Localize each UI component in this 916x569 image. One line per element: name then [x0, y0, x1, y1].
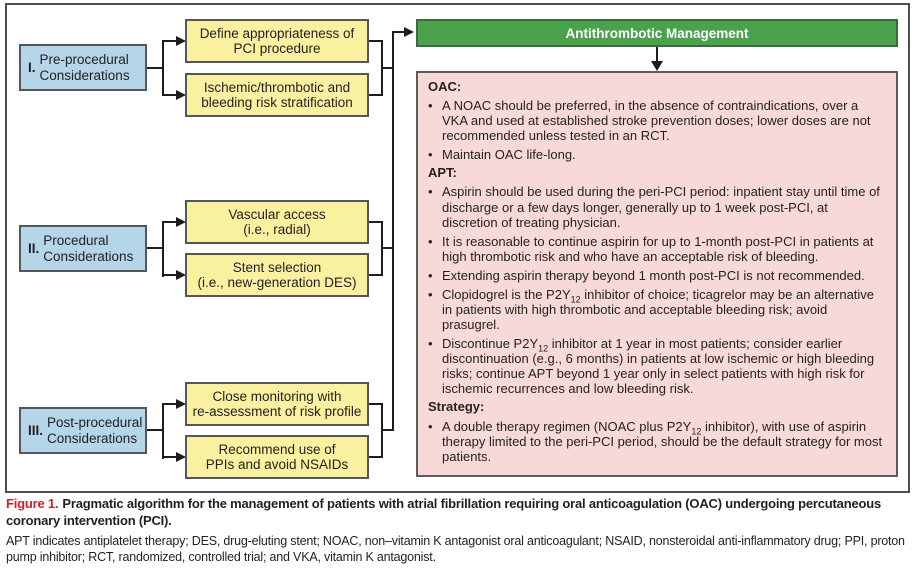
- connector-line: [381, 247, 394, 249]
- action-box-stent-selection: Stent selection (i.e., new-generation DE…: [185, 253, 369, 297]
- step-box-procedural: II. Procedural Considerations: [19, 225, 147, 272]
- connector-line: [369, 40, 383, 42]
- figure-caption: Figure 1.Pragmatic algorithm for the man…: [6, 496, 910, 565]
- arrowhead-right-icon: [404, 27, 414, 37]
- connector-line: [369, 221, 383, 223]
- bullet-text: It is reasonable to continue aspirin for…: [442, 233, 874, 264]
- caption-title-line: Figure 1.Pragmatic algorithm for the man…: [6, 496, 910, 530]
- bullet-icon: •: [428, 267, 433, 283]
- step-box-post-procedural: III. Post-procedural Considerations: [19, 407, 147, 454]
- caption-abbreviations: APT indicates antiplatelet therapy; DES,…: [6, 533, 905, 565]
- connector-line: [162, 274, 177, 276]
- connector-line: [147, 67, 163, 69]
- connector-line: [656, 47, 658, 63]
- bullet-text: Aspirin should be used during the peri-P…: [442, 184, 880, 230]
- bullet-text: A NOAC should be preferred, in the absen…: [442, 98, 871, 144]
- bullet-text: Extending aspirin therapy beyond 1 month…: [442, 267, 865, 283]
- connector-line: [369, 456, 383, 458]
- figure-label: Figure 1.: [6, 496, 59, 511]
- connector-line: [147, 247, 163, 249]
- connector-line: [162, 40, 164, 96]
- step-box-pre-procedural: I. Pre-procedural Considerations: [19, 44, 147, 91]
- antithrombotic-panel: OAC: • A NOAC should be preferred, in th…: [416, 71, 898, 477]
- bullet-icon: •: [428, 286, 433, 302]
- step-label: Post-procedural Considerations: [47, 415, 143, 446]
- action-box-vascular-access: Vascular access (i.e., radial): [185, 200, 369, 244]
- bullet-icon: •: [428, 418, 433, 434]
- list-item: • Clopidogrel is the P2Y12 inhibitor of …: [428, 287, 886, 332]
- bullet-text: Clopidogrel is the P2Y12 inhibitor of ch…: [442, 286, 875, 333]
- action-box-close-monitoring: Close monitoring with re-assessment of r…: [185, 382, 369, 426]
- step-numeral: II.: [28, 240, 40, 256]
- connector-line: [369, 274, 383, 276]
- arrowhead-right-icon: [176, 399, 186, 409]
- section-heading-oac: OAC:: [428, 79, 462, 94]
- figure-frame: [5, 3, 910, 493]
- connector-line: [162, 221, 177, 223]
- bullet-icon: •: [428, 184, 433, 200]
- list-item: • Maintain OAC life-long.: [428, 147, 886, 162]
- connector-line: [162, 94, 177, 96]
- connector-line: [392, 31, 405, 33]
- step-label: Pre-procedural Considerations: [39, 52, 130, 83]
- bullet-icon: •: [428, 233, 433, 249]
- step-numeral: I.: [28, 59, 36, 75]
- trunk-connector-line: [392, 31, 394, 431]
- arrowhead-right-icon: [176, 36, 186, 46]
- arrowhead-right-icon: [176, 270, 186, 280]
- bullet-icon: •: [428, 147, 433, 163]
- connector-line: [381, 429, 394, 431]
- bullet-text: Discontinue P2Y12 inhibitor at 1 year in…: [442, 336, 875, 397]
- arrowhead-right-icon: [176, 452, 186, 462]
- step-numeral: III.: [28, 422, 44, 438]
- arrowhead-right-icon: [176, 217, 186, 227]
- action-box-pci-appropriateness: Define appropriateness of PCI procedure: [185, 19, 369, 63]
- connector-line: [162, 40, 177, 42]
- bullet-text: A double therapy regimen (NOAC plus P2Y1…: [442, 418, 883, 464]
- action-box-risk-stratification: Ischemic/thrombotic and bleeding risk st…: [185, 73, 369, 117]
- connector-line: [147, 429, 163, 431]
- antithrombotic-management-header: Antithrombotic Management: [416, 19, 898, 47]
- list-item: • Extending aspirin therapy beyond 1 mon…: [428, 268, 886, 283]
- connector-line: [381, 67, 394, 69]
- caption-title: Pragmatic algorithm for the management o…: [6, 496, 881, 528]
- section-heading-strategy: Strategy:: [428, 399, 485, 415]
- arrowhead-down-icon: [651, 61, 663, 71]
- section-heading-apt: APT:: [428, 165, 457, 181]
- bullet-icon: •: [428, 336, 433, 352]
- list-item: • A NOAC should be preferred, in the abs…: [428, 98, 886, 143]
- list-item: • Discontinue P2Y12 inhibitor at 1 year …: [428, 336, 886, 396]
- bullet-icon: •: [428, 98, 433, 114]
- step-label: Procedural Considerations: [43, 233, 134, 264]
- arrowhead-right-icon: [176, 90, 186, 100]
- connector-line: [162, 403, 164, 459]
- connector-line: [369, 94, 383, 96]
- connector-line: [369, 403, 383, 405]
- connector-line: [162, 403, 177, 405]
- list-item: • Aspirin should be used during the peri…: [428, 184, 886, 229]
- bullet-text: Maintain OAC life-long.: [442, 147, 576, 163]
- action-box-ppi-nsaid: Recommend use of PPIs and avoid NSAIDs: [185, 435, 369, 479]
- connector-line: [162, 456, 177, 458]
- list-item: • It is reasonable to continue aspirin f…: [428, 234, 886, 264]
- connector-line: [162, 221, 164, 277]
- list-item: • A double therapy regimen (NOAC plus P2…: [428, 419, 886, 464]
